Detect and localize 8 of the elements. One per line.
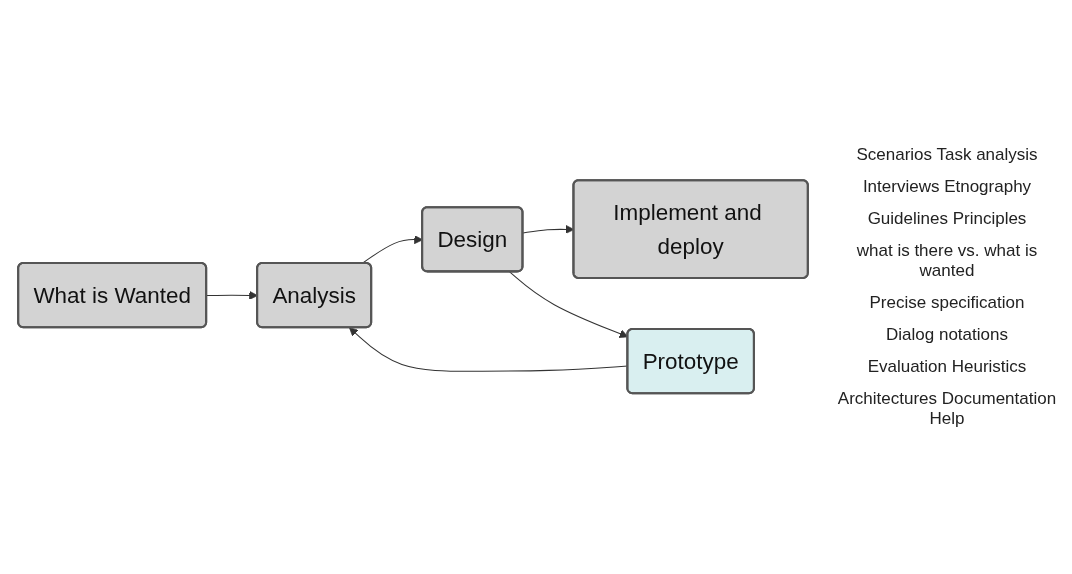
note-text: Interviews Etnography: [861, 177, 1033, 197]
note-text: Dialog notations: [885, 325, 1009, 345]
note-text: Guidelines Principles: [866, 209, 1028, 229]
note-text: Evaluation Heuristics: [866, 357, 1028, 377]
note-text: Scenarios Task analysis: [855, 145, 1039, 165]
note-text: what is there vs. what is wanted: [855, 241, 1039, 281]
note-text: Precise specification: [868, 293, 1026, 313]
note-text: Architectures Documentation Help: [836, 389, 1058, 429]
